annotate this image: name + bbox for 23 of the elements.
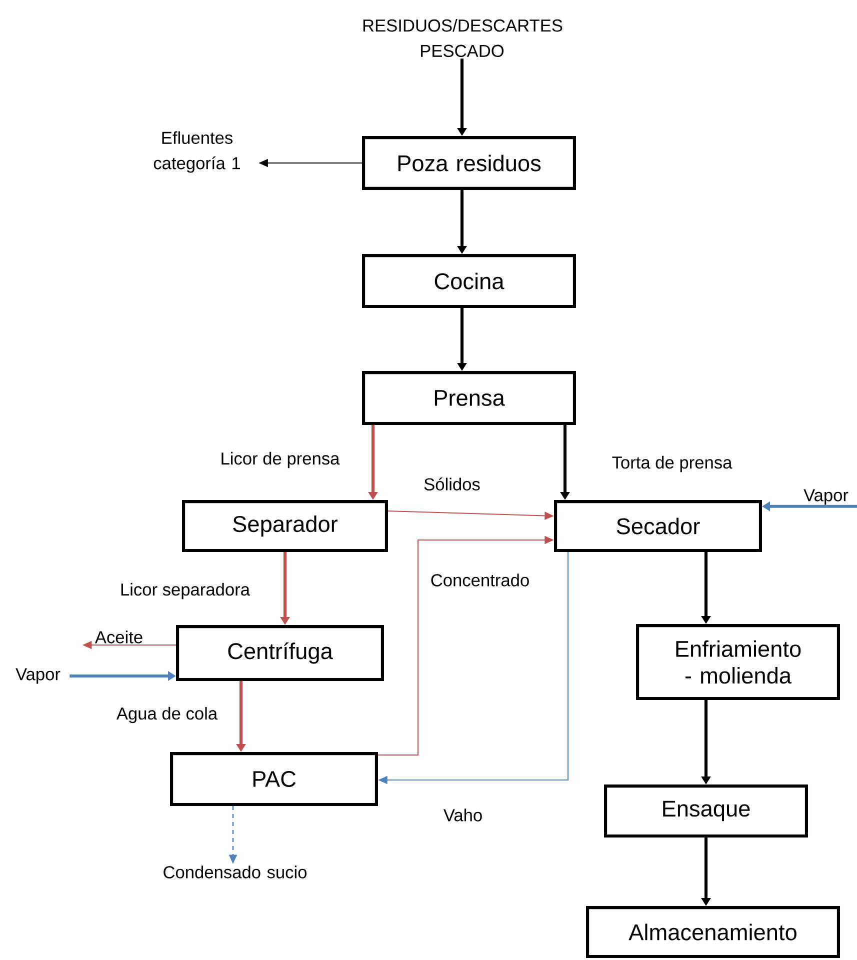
- process-box: PAC: [170, 752, 378, 806]
- edge-label: Agua de cola: [116, 706, 218, 724]
- stream-label: Efluentes categoría 1: [154, 131, 240, 173]
- stream-label: Vapor: [16, 668, 60, 684]
- edge-label: Vaho: [444, 808, 482, 822]
- edge-label: Sólidos: [424, 478, 480, 490]
- edge-label: Torta de prensa: [612, 456, 732, 472]
- process-box: Secador: [554, 500, 762, 552]
- stream-label: Condensado sucio: [164, 866, 306, 878]
- edge-label: Licor de prensa: [222, 452, 340, 468]
- edge-label: Licor separadora: [121, 582, 250, 600]
- stream-label: RESIDUOS/DESCARTES PESCADO: [363, 18, 562, 58]
- process-box: Almacenamiento: [586, 906, 840, 958]
- process-box: Enfriamiento - molienda: [636, 624, 840, 700]
- process-box: Poza residuos: [362, 136, 576, 190]
- stream-label: Vapor: [804, 489, 848, 505]
- process-box: Centrífuga: [176, 625, 384, 681]
- process-box: Separador: [182, 500, 388, 552]
- edge-label: Concentrado: [431, 574, 529, 586]
- process-box: Prensa: [362, 371, 576, 425]
- stream-label: Aceite: [94, 630, 142, 644]
- process-box: Cocina: [362, 254, 576, 308]
- process-box: Ensaque: [604, 784, 808, 838]
